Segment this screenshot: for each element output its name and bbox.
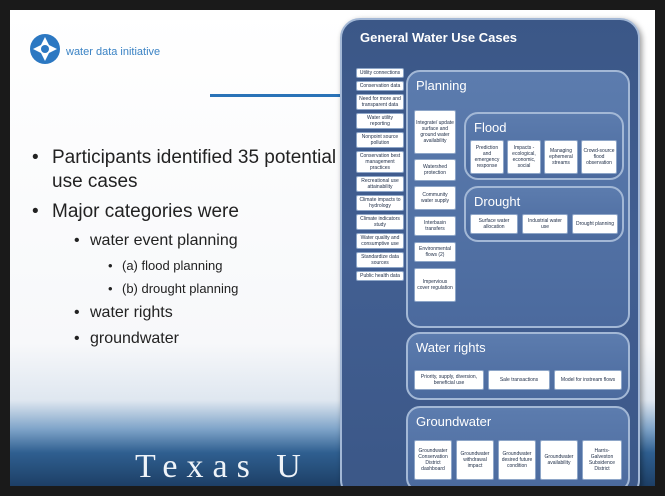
- use-case-box: Water utility reporting: [356, 113, 404, 129]
- use-case-box: Conservation data: [356, 81, 404, 91]
- general-items-column: Utility connections Conservation data Ne…: [356, 68, 404, 284]
- bullet-item: (a) flood planning: [30, 256, 350, 276]
- use-case-box: Climate impacts to hydrology: [356, 195, 404, 211]
- use-case-box: Integrate/ update surface and ground wat…: [414, 110, 456, 154]
- use-case-box: Harris-Galveston Subsidence District: [582, 440, 622, 480]
- use-case-box: Utility connections: [356, 68, 404, 78]
- use-case-box: Priority, supply, diversion, beneficial …: [414, 370, 484, 390]
- use-case-box: Managing ephemeral streams: [544, 140, 578, 174]
- use-case-box: Interbasin transfers: [414, 216, 456, 236]
- bullet-list: Participants identified 35 potential use…: [30, 146, 350, 354]
- use-case-box: Conservation best management practices: [356, 151, 404, 173]
- use-case-box: Groundwater withdrawal impact: [456, 440, 494, 480]
- footer-text: Texas U: [135, 448, 310, 485]
- use-case-box: Crowd-source flood observation: [581, 140, 617, 174]
- use-case-box: Groundwater Conservation District dashbo…: [414, 440, 452, 480]
- slide: water data initiative Participants ident…: [10, 10, 655, 486]
- bullet-item: water event planning: [30, 230, 350, 252]
- use-case-box: Public health data: [356, 271, 404, 281]
- panel-title: General Water Use Cases: [360, 30, 518, 45]
- use-case-box: Industrial water use: [522, 214, 568, 234]
- use-case-box: Model for instream flows: [554, 370, 622, 390]
- use-case-box: Standardize data sources: [356, 252, 404, 268]
- bullet-item: Major categories were: [30, 200, 350, 224]
- use-case-box: Nonpoint source pollution: [356, 132, 404, 148]
- planning-title: Planning: [416, 78, 467, 93]
- use-case-box: Surface water allocation: [470, 214, 518, 234]
- use-case-box: Drought planning: [572, 214, 618, 234]
- groundwater-group: Groundwater Groundwater Conservation Dis…: [406, 406, 630, 486]
- water-drop-logo-icon: [30, 34, 60, 64]
- drought-group: Drought Surface water allocation Industr…: [464, 186, 624, 242]
- flood-title: Flood: [474, 120, 507, 135]
- title-divider: [210, 94, 350, 97]
- use-case-box: Impervious cover regulation: [414, 268, 456, 302]
- use-case-box: Prediction and emergency response: [470, 140, 504, 174]
- use-case-box: Need for more and transparent data: [356, 94, 404, 110]
- bullet-item: (b) drought planning: [30, 279, 350, 299]
- bullet-item: Participants identified 35 potential use…: [30, 146, 350, 194]
- use-case-box: Community water supply: [414, 186, 456, 210]
- use-case-box: Climate indicators study: [356, 214, 404, 230]
- bullet-item: water rights: [30, 302, 350, 324]
- planning-group: Planning Integrate/ update surface and g…: [406, 70, 630, 328]
- water-rights-title: Water rights: [416, 340, 486, 355]
- use-case-box: Watershed protection: [414, 159, 456, 181]
- logo-text: water data initiative: [66, 46, 161, 58]
- use-case-box: Environmental flows (2): [414, 242, 456, 262]
- use-case-box: Impacts - ecological, economic, social: [507, 140, 541, 174]
- use-cases-panel: General Water Use Cases Utility connecti…: [340, 18, 640, 486]
- use-case-box: Sale transactions: [488, 370, 550, 390]
- use-case-box: Water quality and consumptive use: [356, 233, 404, 249]
- use-case-box: Groundwater availability: [540, 440, 578, 480]
- bullet-item: groundwater: [30, 328, 350, 350]
- use-case-box: Groundwater desired future condition: [498, 440, 536, 480]
- water-rights-group: Water rights Priority, supply, diversion…: [406, 332, 630, 400]
- drought-title: Drought: [474, 194, 521, 209]
- groundwater-title: Groundwater: [416, 414, 492, 429]
- flood-group: Flood Prediction and emergency response …: [464, 112, 624, 180]
- use-case-box: Recreational use attainability: [356, 176, 404, 192]
